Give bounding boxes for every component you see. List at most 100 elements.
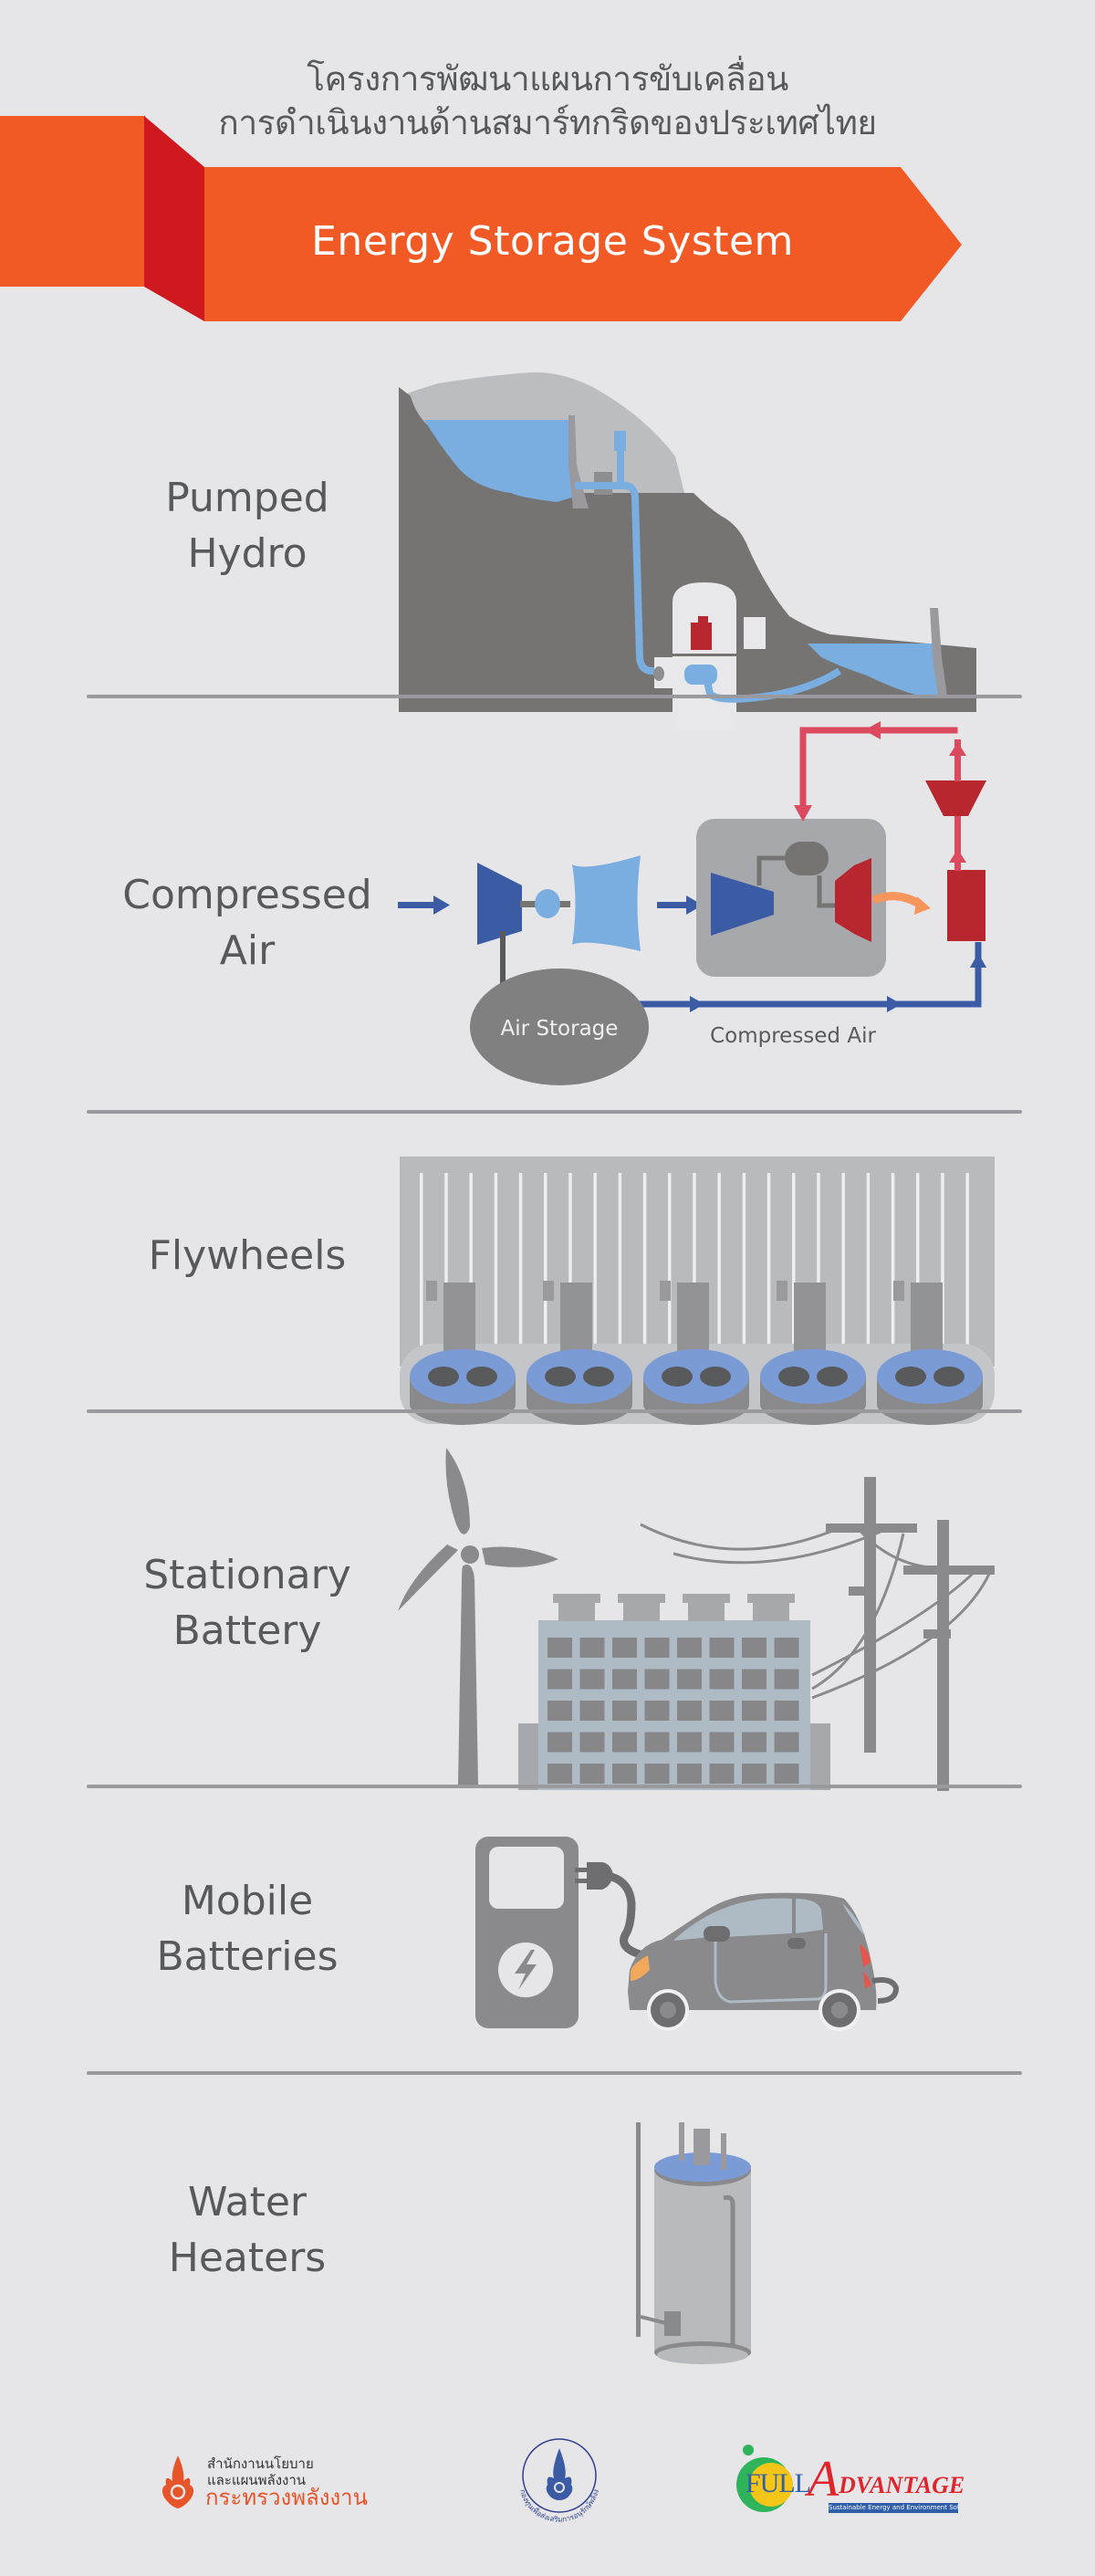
label-line1: Mobile xyxy=(181,1878,314,1924)
tail-light xyxy=(860,1944,871,1967)
water-heater-illustration xyxy=(636,2122,751,2364)
battery-cell xyxy=(644,1732,670,1753)
arrow-right-icon xyxy=(686,895,703,915)
surge-shaft xyxy=(617,447,624,484)
battery-cell xyxy=(579,1764,605,1784)
banner-title: Energy Storage System xyxy=(311,218,794,265)
battery-cell xyxy=(612,1701,637,1721)
battery-cell xyxy=(774,1669,799,1690)
recuperator xyxy=(947,870,986,941)
battery-cell xyxy=(548,1764,572,1784)
flow-to-combustor xyxy=(657,902,694,908)
logo-ring xyxy=(522,2438,597,2513)
headlight xyxy=(631,1955,650,1981)
battery-cell xyxy=(709,1701,735,1721)
battery-cell xyxy=(579,1638,605,1658)
enclosure-slat xyxy=(618,1173,622,1351)
label-line1: Water xyxy=(187,2179,308,2225)
section-divider xyxy=(87,2071,1022,2075)
eppo-name-line2: และแผนพลังงาน xyxy=(207,2472,307,2488)
air-storage-label: Air Storage xyxy=(501,1017,619,1041)
enclosure-slat xyxy=(792,1173,796,1351)
heat-exchanger xyxy=(572,855,641,951)
battery-cell xyxy=(548,1669,572,1690)
arrow-up-icon xyxy=(949,849,966,863)
enclosure-slat xyxy=(891,1173,895,1351)
encon-fund-logo: กองทุนเพื่อส่งเสริมการอนุรักษ์พลังงาน xyxy=(511,2437,600,2524)
battery-cell xyxy=(579,1732,605,1753)
section-divider xyxy=(87,1110,1022,1114)
full-advantage-logo: FULL A DVANTAGE Sustainable Energy and E… xyxy=(725,2437,965,2519)
roof-vent xyxy=(683,1594,730,1621)
penstock xyxy=(575,482,675,675)
enclosure-slat xyxy=(916,1173,920,1351)
battery-cell xyxy=(774,1701,799,1721)
thai-title-line2: การดำเนินงานด้านสมาร์ทกริดของประเทศไทย xyxy=(218,103,877,142)
section-label-pumped-hydro: Pumped Hydro xyxy=(82,470,412,581)
brand-initial-a: A xyxy=(808,2451,840,2508)
fuel-line xyxy=(756,855,789,885)
stationary-battery-illustration xyxy=(398,1448,995,1791)
heat-arrow-icon xyxy=(914,896,931,915)
compressed-air-diagram: Air Storage Compressed Air xyxy=(398,721,986,1085)
battery-cell xyxy=(677,1764,702,1784)
flywheels-illustration xyxy=(400,1157,995,1425)
arrow-right-icon xyxy=(887,996,902,1012)
battery-cell xyxy=(612,1764,637,1784)
wind-turbine-icon xyxy=(398,1448,558,1788)
battery-cell xyxy=(612,1638,637,1658)
section-label-stationary-battery: Stationary Battery xyxy=(82,1547,412,1659)
battery-cell xyxy=(612,1732,637,1753)
banner-arrow xyxy=(204,167,962,321)
arrow-up-icon xyxy=(949,742,966,756)
enclosure-slat xyxy=(642,1173,647,1351)
enclosure-slat xyxy=(965,1173,969,1351)
battery-cell xyxy=(579,1669,605,1690)
battery-cell xyxy=(709,1732,735,1753)
label-line1: Flywheels xyxy=(148,1232,347,1279)
exhaust-stack xyxy=(925,780,986,816)
enclosure-slat xyxy=(469,1173,473,1351)
battery-cell xyxy=(677,1701,702,1721)
combustor xyxy=(785,842,829,875)
ground xyxy=(399,387,976,712)
inlet-flow xyxy=(398,902,439,908)
transformer xyxy=(744,617,766,649)
battery-cell xyxy=(548,1732,572,1753)
label-line1: Compressed xyxy=(122,872,372,918)
enclosure-slat xyxy=(817,1173,820,1351)
section-divider xyxy=(87,1785,1022,1788)
water-heater-icon xyxy=(636,2122,751,2364)
flame-icon xyxy=(162,2456,194,2508)
battery-cell xyxy=(677,1732,702,1753)
ministry-name: กระทรวงพลังงาน xyxy=(205,2485,369,2510)
section-label-water-heaters: Water Heaters xyxy=(82,2174,412,2286)
lower-reservoir xyxy=(808,644,938,696)
plug-icon xyxy=(575,1862,645,1960)
flywheel-unit xyxy=(760,1281,866,1425)
flywheel-unit xyxy=(643,1281,749,1425)
enclosure-slat xyxy=(766,1173,771,1351)
enclosure-slat xyxy=(693,1173,696,1351)
enclosure-slat xyxy=(866,1173,871,1351)
powerhouse-floor xyxy=(671,654,736,656)
lower-dam xyxy=(930,608,947,696)
arrow-down-icon xyxy=(794,805,812,822)
utility-pole-icon xyxy=(903,1520,995,1791)
motor-generator xyxy=(535,889,560,918)
banner-fold xyxy=(144,116,204,321)
battery-cell xyxy=(774,1638,799,1658)
section-label-compressed-air: Compressed Air xyxy=(82,867,412,979)
battery-cell xyxy=(612,1669,637,1690)
electric-car-icon xyxy=(628,1892,900,2031)
upper-reservoir xyxy=(424,420,572,502)
enclosure-slat xyxy=(544,1173,548,1351)
battery-cell xyxy=(774,1732,799,1753)
battery-cell xyxy=(709,1669,735,1690)
battery-cell xyxy=(644,1669,670,1690)
battery-cell xyxy=(677,1669,702,1690)
section-label-flywheels: Flywheels xyxy=(82,1228,412,1283)
lightning-icon xyxy=(515,1950,537,1990)
battery-cell xyxy=(644,1701,670,1721)
brand-tagline: Sustainable Energy and Environment Solut… xyxy=(829,2503,958,2513)
